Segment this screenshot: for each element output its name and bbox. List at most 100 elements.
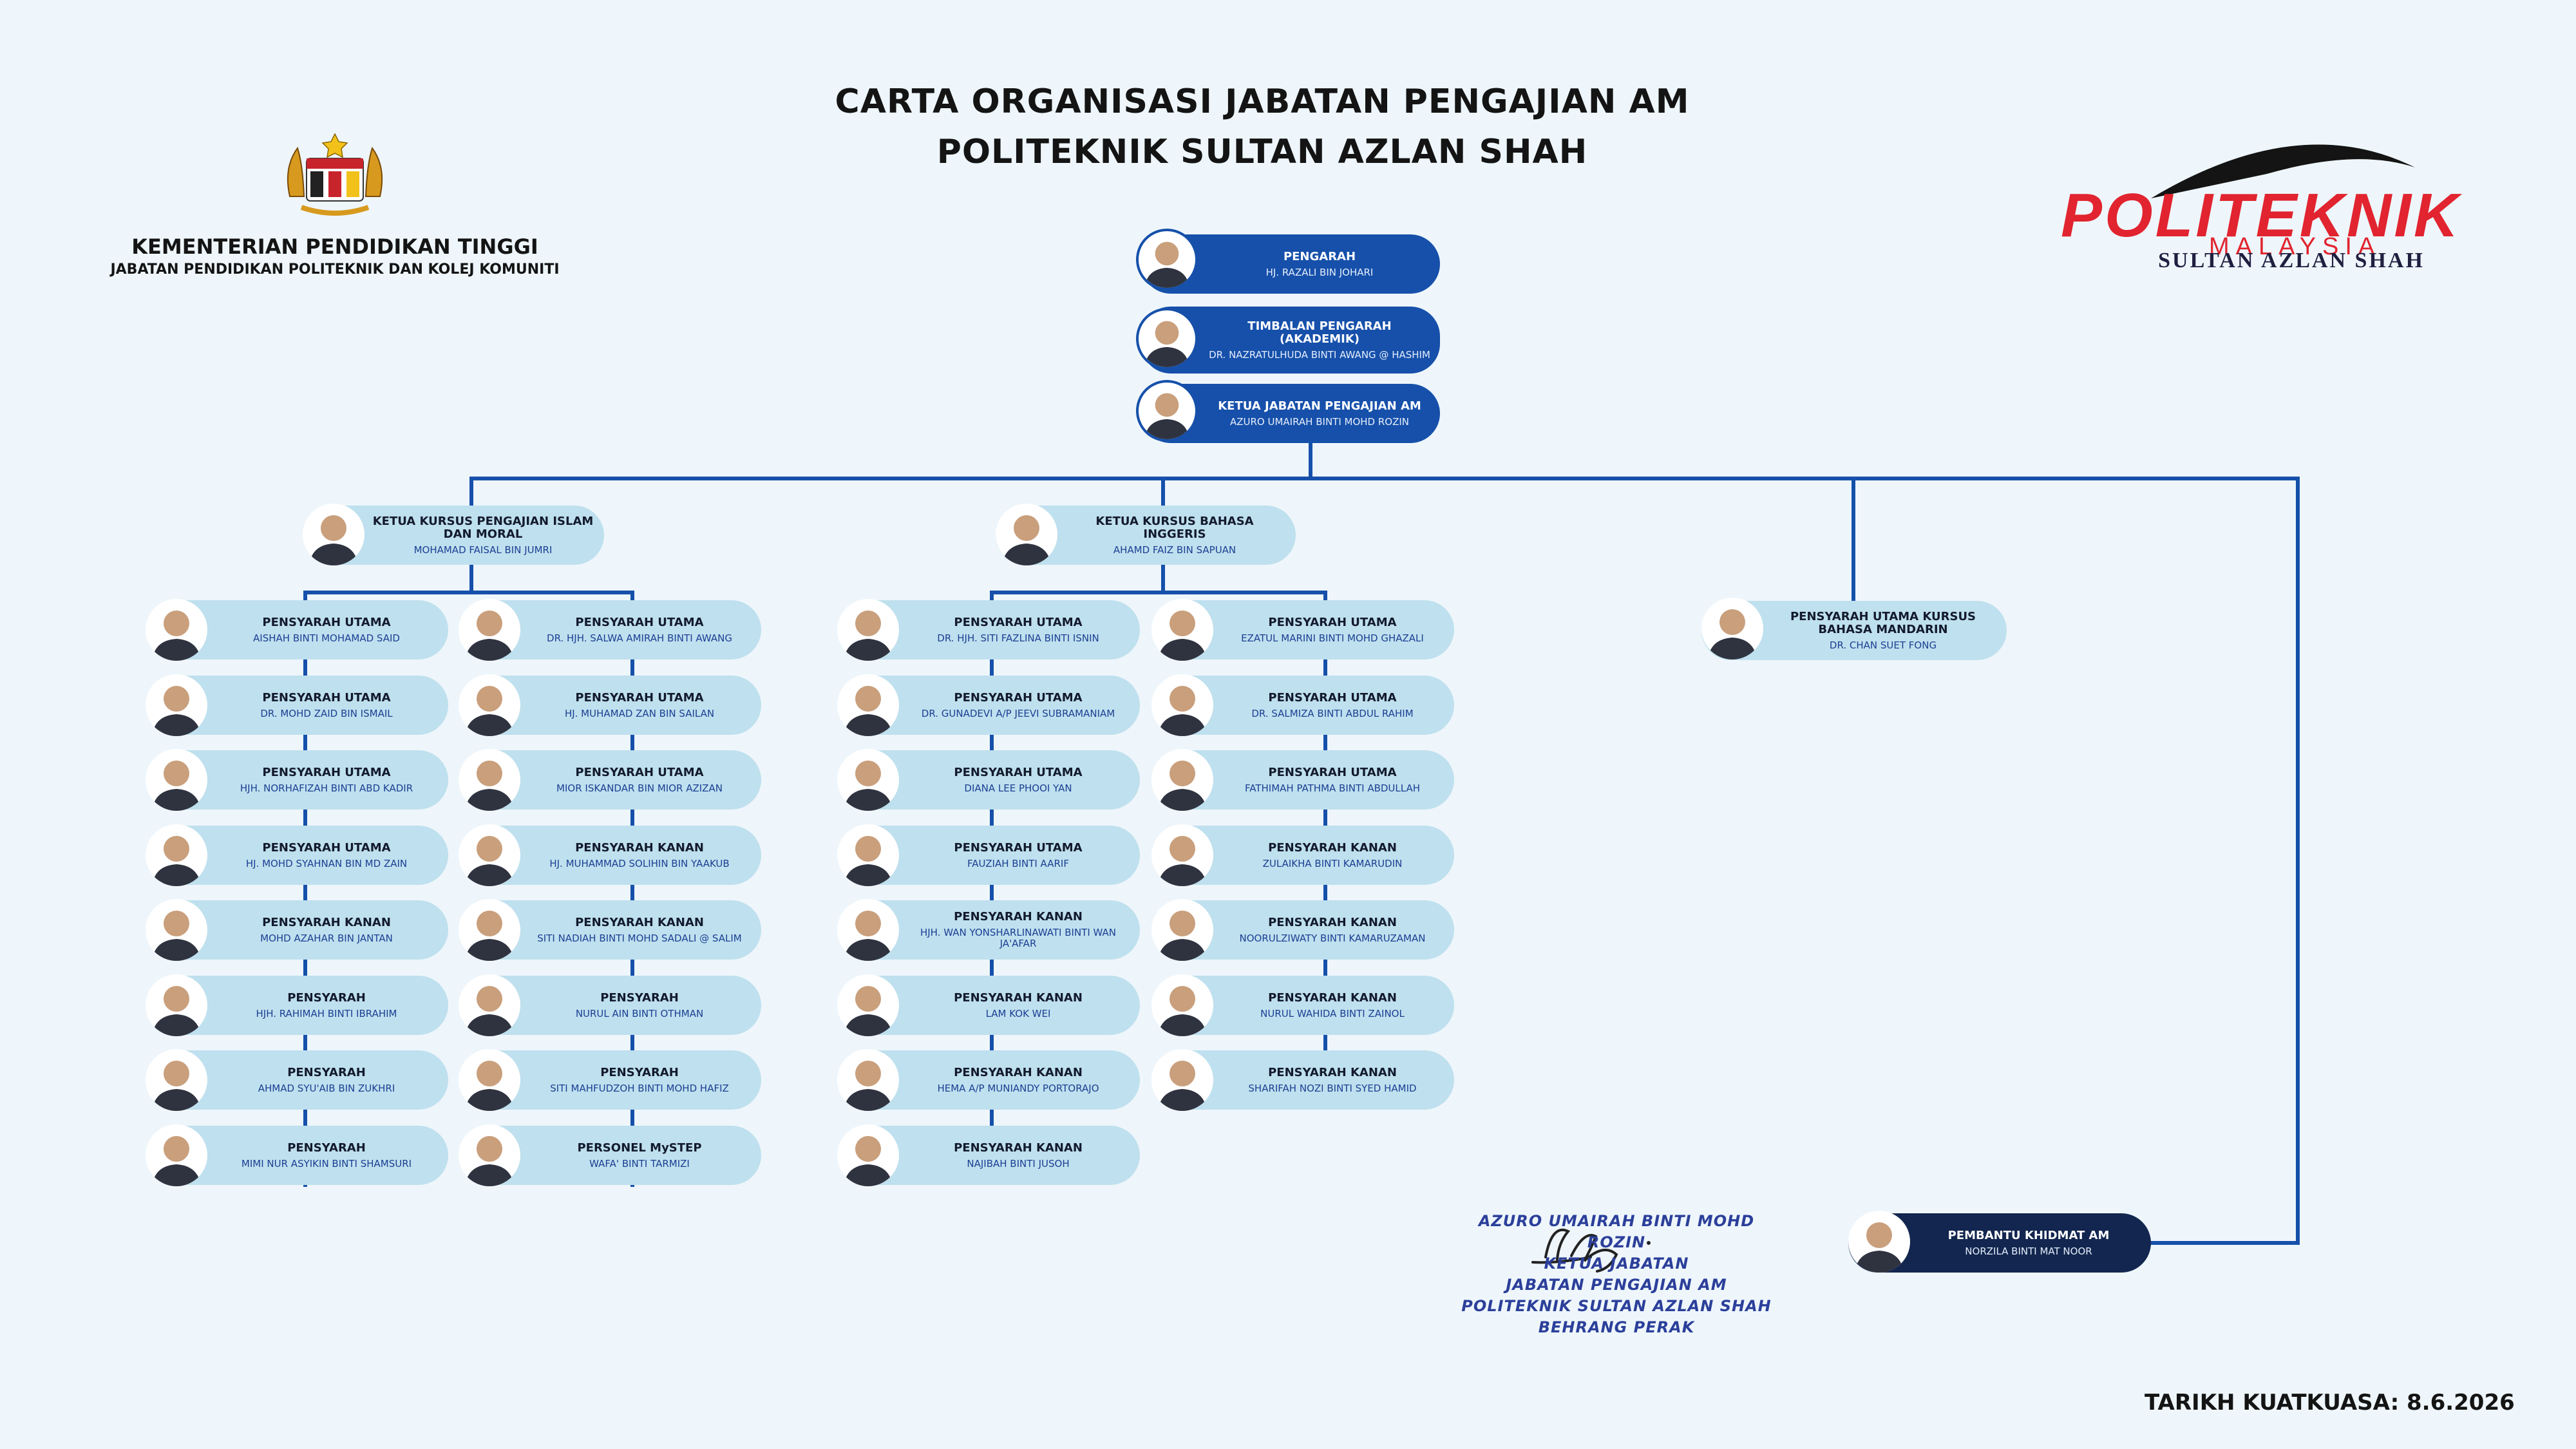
signature-block: AZURO UMAIRAH BINTI MOHD ROZIN KETUA JAB… [1455,1211,1777,1338]
card-name: DR. CHAN SUET FONG [1829,639,1937,651]
portrait-icon [1708,609,1757,659]
signature-line: BEHRANG PERAK [1538,1318,1695,1336]
logo-swoosh-icon [2151,144,2415,198]
card-name: EZATUL MARINI BINTI MOHD GHAZALI [1241,632,1424,644]
card-name: HEMA A/P MUNIANDY PORTORAJO [937,1082,1099,1094]
portrait-icon [1158,911,1207,961]
card-role: PENSYARAH UTAMA [575,615,704,629]
card-name: HJ. MOHD SYAHNAN BIN MD ZAIN [245,857,408,869]
card-name: NORZILA BINTI MAT NOOR [1965,1245,2092,1257]
card-role: PENSYARAH UTAMA [1268,615,1397,629]
portrait-icon [465,986,514,1036]
card-name: FAUZIAH BINTI AARIF [967,857,1069,869]
card-role: KETUA KURSUS PENGAJIAN ISLAM DAN MORAL [372,514,594,541]
portrait-icon [844,611,893,661]
staff-avatar [837,599,899,661]
portrait-icon [465,1061,514,1111]
staff-avatar [1151,1049,1213,1111]
card-name: HJ. MUHAMMAD SOLIHIN BIN YAAKUB [549,857,730,869]
card-role: PENSYARAH KANAN [1268,1065,1397,1079]
staff-avatar [837,749,899,811]
general-assistant-avatar [1848,1211,1910,1273]
portrait-icon [1855,1222,1904,1273]
course-head-english-avatar [996,504,1057,565]
portrait-icon [844,761,893,811]
card-name: DR. HJH. SALWA AMIRAH BINTI AWANG [547,632,732,644]
staff-avatar [459,899,520,961]
card-role: PENSYARAH KANAN [954,1065,1083,1079]
staff-avatar [459,1124,520,1186]
portrait-icon [152,986,201,1036]
card-name: DR. SALMIZA BINTI ABDUL RAHIM [1251,707,1414,719]
portrait-icon [1158,761,1207,811]
portrait-icon [1158,611,1207,661]
card-role: PENSYARAH [287,1141,366,1155]
portrait-icon [465,836,514,886]
card-name: AHMAD SYU'AIB BIN ZUKHRI [258,1082,395,1094]
portrait-icon [152,1136,201,1186]
effective-date: TARIKH KUATKUASA: 8.6.2026 [2145,1390,2515,1416]
card-role: PENSYARAH [287,1065,366,1079]
card-name: AHAMD FAIZ BIN SAPUAN [1113,544,1236,556]
staff-avatar [1151,974,1213,1036]
card-role: PENGARAH [1283,249,1356,263]
portrait-icon [844,986,893,1036]
card-name: SITI NADIAH BINTI MOHD SADALI @ SALIM [537,932,742,944]
card-role: PENSYARAH UTAMA [575,765,704,779]
portrait-icon [152,836,201,886]
staff-avatar [459,974,520,1036]
logo-brand: POLITEKNIK [2061,181,2461,250]
card-name: NURUL AIN BINTI OTHMAN [575,1007,704,1019]
card-role: PENSYARAH KANAN [262,915,391,929]
card-name: LAM KOK WEI [985,1007,1051,1019]
staff-avatar [1151,749,1213,811]
staff-avatar [459,674,520,736]
card-role: KETUA JABATAN PENGAJIAN AM [1218,399,1421,413]
portrait-icon [844,836,893,886]
portrait-icon [1158,686,1207,736]
card-role: PENSYARAH UTAMA [575,690,704,705]
card-role: KETUA KURSUS BAHASA INGGERIS [1095,514,1254,541]
portrait-icon [1144,242,1189,288]
card-name: SITI MAHFUDZOH BINTI MOHD HAFIZ [550,1082,729,1094]
ministry-name: KEMENTERIAN PENDIDIKAN TINGGI [131,234,538,259]
card-name: HJH. WAN YONSHARLINAWATI BINTI WAN JA'AF… [920,927,1117,949]
staff-avatar [459,599,520,661]
card-name: FATHIMAH PATHMA BINTI ABDULLAH [1244,782,1421,794]
card-role: PENSYARAH KANAN [575,915,704,929]
card-role: PENSYARAH KANAN [954,1141,1083,1155]
card-name: MOHAMAD FAISAL BIN JUMRI [413,544,553,556]
staff-avatar [1151,674,1213,736]
portrait-icon [844,1061,893,1111]
signature-line: AZURO UMAIRAH BINTI MOHD ROZIN [1478,1212,1755,1251]
staff-avatar [1151,824,1213,886]
card-name: DR. NAZRATULHUDA BINTI AWANG @ HASHIM [1209,348,1430,361]
card-name: HJH. NORHAFIZAH BINTI ABD KADIR [240,782,413,794]
page-subtitle: POLITEKNIK SULTAN AZLAN SHAH [936,133,1588,171]
card-role: PENSYARAH UTAMA [1268,690,1397,705]
coat-of-arms-icon [287,133,383,216]
card-role: PEMBANTU KHIDMAT AM [1947,1228,2110,1242]
card-role: PENSYARAH KANAN [1268,840,1397,855]
card-name: ZULAIKHA BINTI KAMARUDIN [1262,857,1403,869]
staff-avatar [146,599,207,661]
staff-avatar [459,749,520,811]
card-role: PERSONEL MySTEP [577,1141,702,1155]
card-role: PENSYARAH UTAMA [954,690,1083,705]
card-role: PENSYARAH KANAN [954,990,1083,1005]
card-role: PENSYARAH UTAMA [262,765,391,779]
portrait-icon [844,911,893,961]
card-role: PENSYARAH UTAMA [954,840,1083,855]
card-role: PENSYARAH [600,1065,679,1079]
card-role: PENSYARAH KANAN [1268,915,1397,929]
staff-avatar [459,1049,520,1111]
director-avatar [1136,229,1198,290]
card-name: HJH. RAHIMAH BINTI IBRAHIM [256,1007,397,1019]
card-name: HJ. RAZALI BIN JOHARI [1265,266,1374,278]
portrait-icon [844,1136,893,1186]
card-name: MIOR ISKANDAR BIN MIOR AZIZAN [556,782,723,794]
portrait-icon [844,686,893,736]
card-role: PENSYARAH UTAMA [1268,765,1397,779]
card-name: NURUL WAHIDA BINTI ZAINOL [1260,1007,1405,1019]
card-name: NOORULZIWATY BINTI KAMARUZAMAN [1239,932,1426,944]
